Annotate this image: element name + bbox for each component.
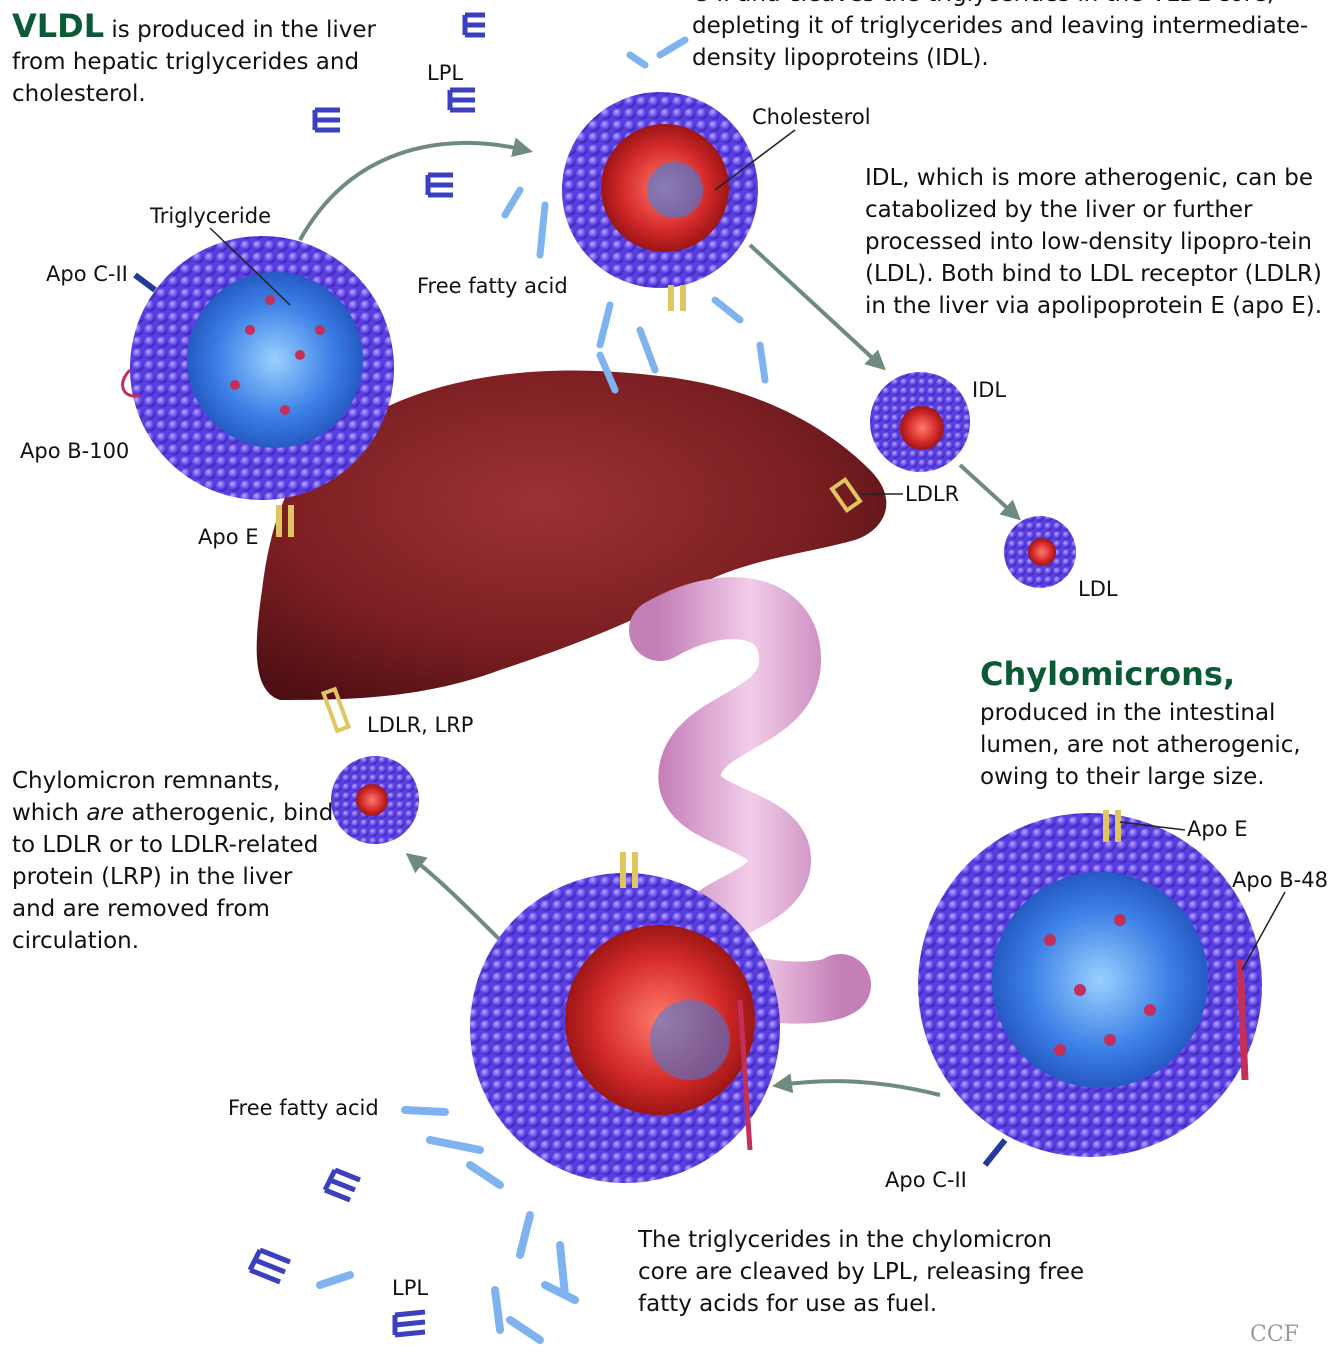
label-lpl-bottom: LPL (392, 1275, 428, 1301)
vldl-heading: VLDL (12, 7, 104, 45)
lpl-top-body: C-II and cleaves the triglycerides in th… (692, 0, 1308, 71)
arrow-chylo-to-remnant-cleave (780, 1081, 940, 1095)
label-idl: IDL (972, 377, 1006, 403)
label-ldlr: LDLR (905, 481, 959, 507)
vldl-description: VLDL is produced in the liver from hepat… (12, 10, 412, 110)
label-ldl: LDL (1078, 576, 1118, 602)
chylomicrons-description: produced in the intestinal lumen, are no… (980, 697, 1335, 793)
label-apo-c2-bottom: Apo C-II (885, 1167, 967, 1193)
ldl-particle (1004, 516, 1076, 588)
remnant-emphasis: are (86, 800, 124, 826)
credit-mark: CCF (1250, 1322, 1299, 1347)
label-triglyceride: Triglyceride (150, 203, 271, 229)
label-apo-b48: Apo B-48 (1232, 867, 1328, 893)
lpl-enzymes-bottom (250, 1170, 425, 1335)
label-apo-b100: Apo B-100 (20, 438, 129, 464)
tg-cleave-body: The triglycerides in the chylomicron cor… (638, 1227, 1084, 1317)
label-ldlr-lrp: LDLR, LRP (367, 712, 473, 738)
label-apo-e-left: Apo E (198, 524, 259, 550)
label-apo-c2-left: Apo C-II (46, 261, 128, 287)
arrow-vldl-to-lpl (300, 143, 525, 240)
lpl-top-description: C-II and cleaves the triglycerides in th… (692, 0, 1332, 74)
chylomicron-particle (918, 810, 1262, 1165)
idl-body: IDL, which is more atherogenic, can be c… (865, 165, 1322, 319)
remnant-description: Chylomicron remnants, which are atheroge… (12, 765, 342, 957)
label-free-fatty-acid-bottom: Free fatty acid (228, 1095, 379, 1121)
vldl-lpl-particle (562, 92, 758, 311)
label-apo-e-right: Apo E (1187, 816, 1248, 842)
tg-cleave-description: The triglycerides in the chylomicron cor… (638, 1224, 1098, 1320)
label-free-fatty-acid-top: Free fatty acid (417, 273, 568, 299)
label-lpl-top: LPL (427, 60, 463, 86)
arrow-to-remnant (412, 858, 500, 940)
chylomicrons-heading: Chylomicrons, (980, 656, 1235, 692)
arrow-idl-to-ldl (960, 465, 1015, 515)
chylomicrons-body: produced in the intestinal lumen, are no… (980, 700, 1301, 790)
label-cholesterol: Cholesterol (752, 104, 871, 130)
arrow-to-idl (750, 245, 880, 365)
idl-description: IDL, which is more atherogenic, can be c… (865, 162, 1335, 322)
